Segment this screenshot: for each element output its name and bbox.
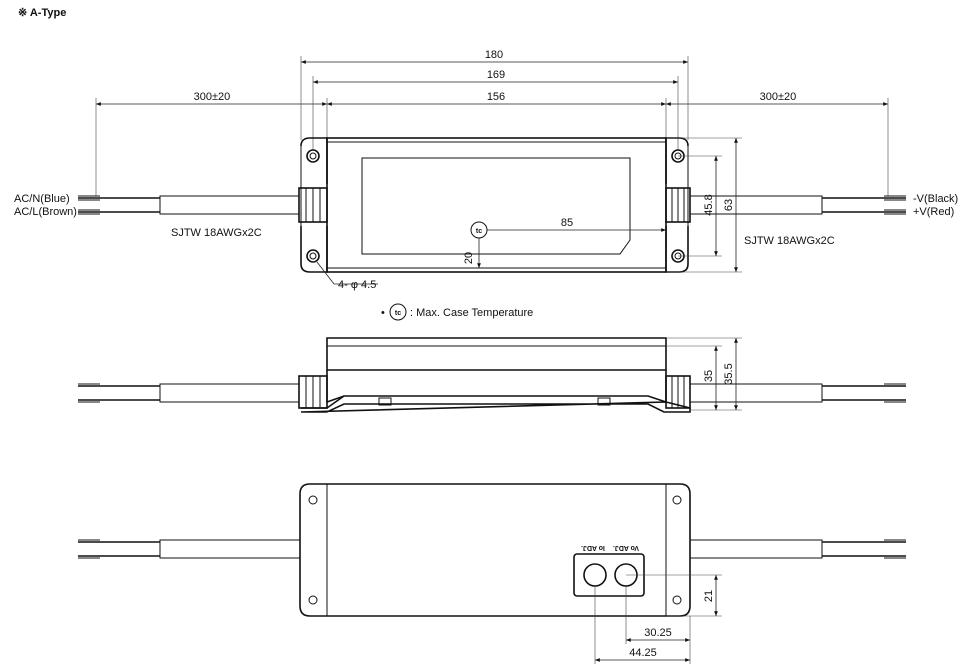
dim-44-25: 44.25 xyxy=(629,647,657,659)
holes-label: 4- φ 4.5 xyxy=(338,279,376,291)
dim-63: 63 xyxy=(723,199,735,211)
left-cable xyxy=(78,195,300,215)
input-l-label: AC/L(Brown) xyxy=(14,206,77,218)
hole-leader xyxy=(316,261,335,285)
dim-35-5: 35.5 xyxy=(723,363,735,384)
dim-tc-y: 20 xyxy=(463,252,475,264)
dim-169: 169 xyxy=(487,69,505,81)
side-view: 35 35.5 xyxy=(78,337,906,413)
dim-30-25: 30.25 xyxy=(644,627,672,639)
dim-45-8: 45.8 xyxy=(703,194,715,215)
right-cable xyxy=(689,195,906,215)
bottom-view: Io ADJ. Vo ADJ. 21 30.25 44.25 xyxy=(78,483,906,664)
mounting-holes xyxy=(306,149,685,263)
io-adj-pot xyxy=(583,563,607,587)
case-side-outline xyxy=(326,337,667,371)
tc-legend-bullet: • xyxy=(381,307,385,319)
tc-point-label: tc xyxy=(476,228,482,235)
vo-adj-label: Vo ADJ. xyxy=(613,544,639,551)
tc-legend-symbol: tc xyxy=(395,310,401,317)
cable-right-label: SJTW 18AWGx2C xyxy=(744,235,835,247)
tc-legend-text: : Max. Case Temperature xyxy=(410,307,533,319)
left-strain-relief xyxy=(298,187,328,223)
dim-cable-right: 300±20 xyxy=(760,91,797,103)
top-view: 180 169 156 300±20 300±20 xyxy=(14,49,958,321)
io-adj-label: Io ADJ. xyxy=(581,544,605,551)
right-strain-relief xyxy=(665,187,691,223)
output-neg-label: -V(Black) xyxy=(913,193,958,205)
label-area xyxy=(361,157,631,255)
dim-21: 21 xyxy=(703,590,715,602)
output-pos-label: +V(Red) xyxy=(913,206,954,218)
dim-156: 156 xyxy=(487,91,505,103)
tc-legend-icon xyxy=(389,303,407,321)
dim-cable-left: 300±20 xyxy=(194,91,231,103)
cable-left-label: SJTW 18AWGx2C xyxy=(171,227,262,239)
dim-180: 180 xyxy=(485,49,503,61)
dim-tc-x: 85 xyxy=(561,217,573,229)
drawing-title: ※ A-Type xyxy=(18,7,66,19)
input-n-label: AC/N(Blue) xyxy=(14,193,70,205)
dim-35: 35 xyxy=(703,370,715,382)
